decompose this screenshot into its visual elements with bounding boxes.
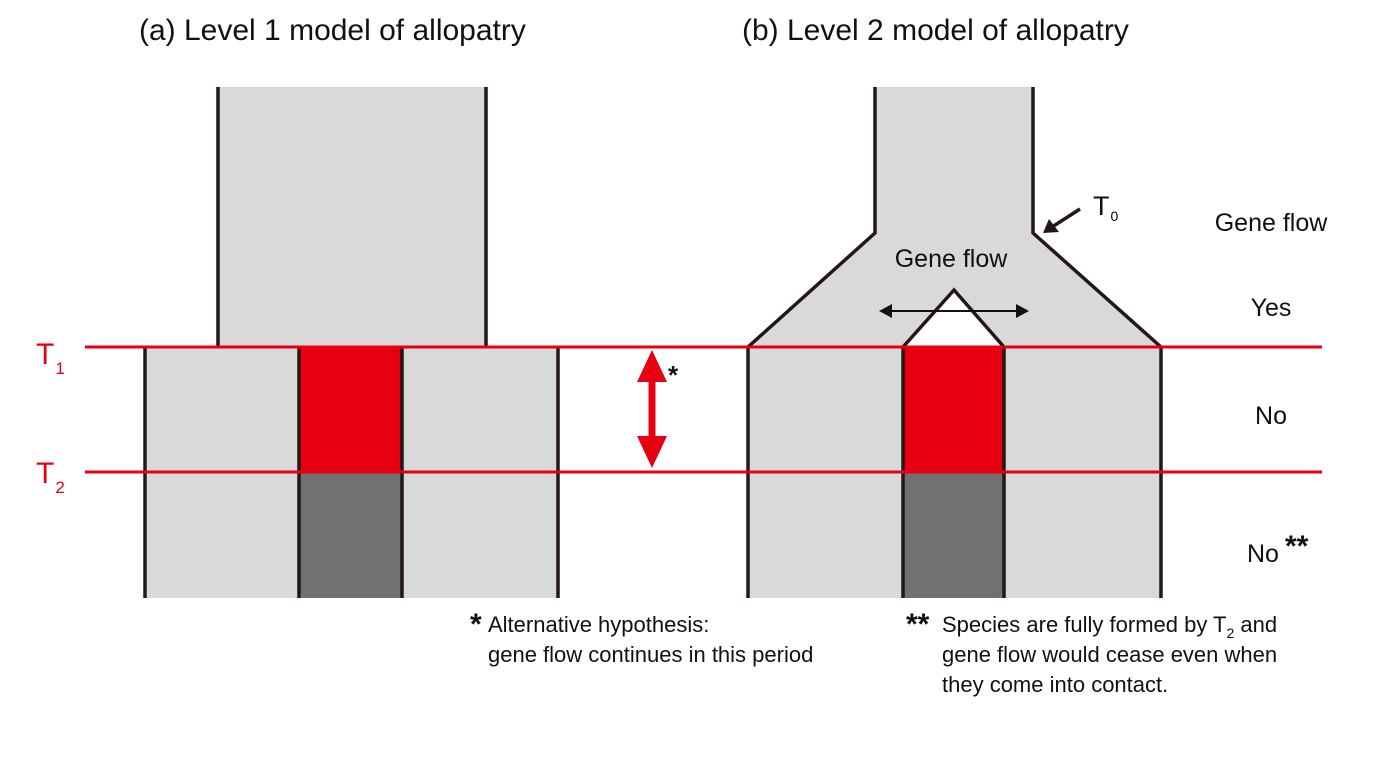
panel-b [746,87,1163,598]
gene-flow-arrow [879,304,1029,318]
t0-label: T0 [1093,191,1119,224]
panel-a-title: (a) Level 1 model of allopatry [139,14,526,47]
gene-flow-row-3-marker: ** [1285,530,1309,563]
t1-label: T1 [36,338,65,378]
speciation-period-a [299,347,402,472]
alternative-period-marker: * [668,360,679,390]
isolated-period-b [903,472,1004,598]
t2-label: T2 [36,457,65,497]
gene-flow-header: Gene flow [1215,209,1329,237]
footnote-single-line-1: Alternative hypothesis: [488,612,709,637]
footnote-single-line-2: gene flow continues in this period [488,642,813,667]
footnote-double-line-3: they come into contact. [942,672,1168,697]
footnote-double: ** Species are fully formed by T2 and ge… [906,608,1277,697]
footnote-double-line-1: Species are fully formed by T2 and [942,612,1277,641]
alternative-period-arrow [637,350,667,468]
gene-flow-row-1: Yes [1251,294,1292,322]
inner-gene-flow-label: Gene flow [895,245,1009,273]
isolated-period-a [299,472,402,598]
ancestral-population-b [748,87,1161,347]
panel-a [143,87,560,598]
footnote-double-marker: ** [906,608,930,641]
ancestral-population-a [218,87,486,347]
gene-flow-row-2: No [1255,402,1287,430]
footnote-double-line-2: gene flow would cease even when [942,642,1277,667]
speciation-period-b [903,347,1004,472]
t0-pointer-arrow [1043,207,1081,233]
inner-fork-outline-b [901,287,1006,598]
footnote-single-marker: * [470,608,482,641]
panel-b-title: (b) Level 2 model of allopatry [742,14,1129,47]
footnote-single: * Alternative hypothesis: gene flow cont… [470,608,813,667]
gene-flow-row-3: No [1247,540,1279,568]
